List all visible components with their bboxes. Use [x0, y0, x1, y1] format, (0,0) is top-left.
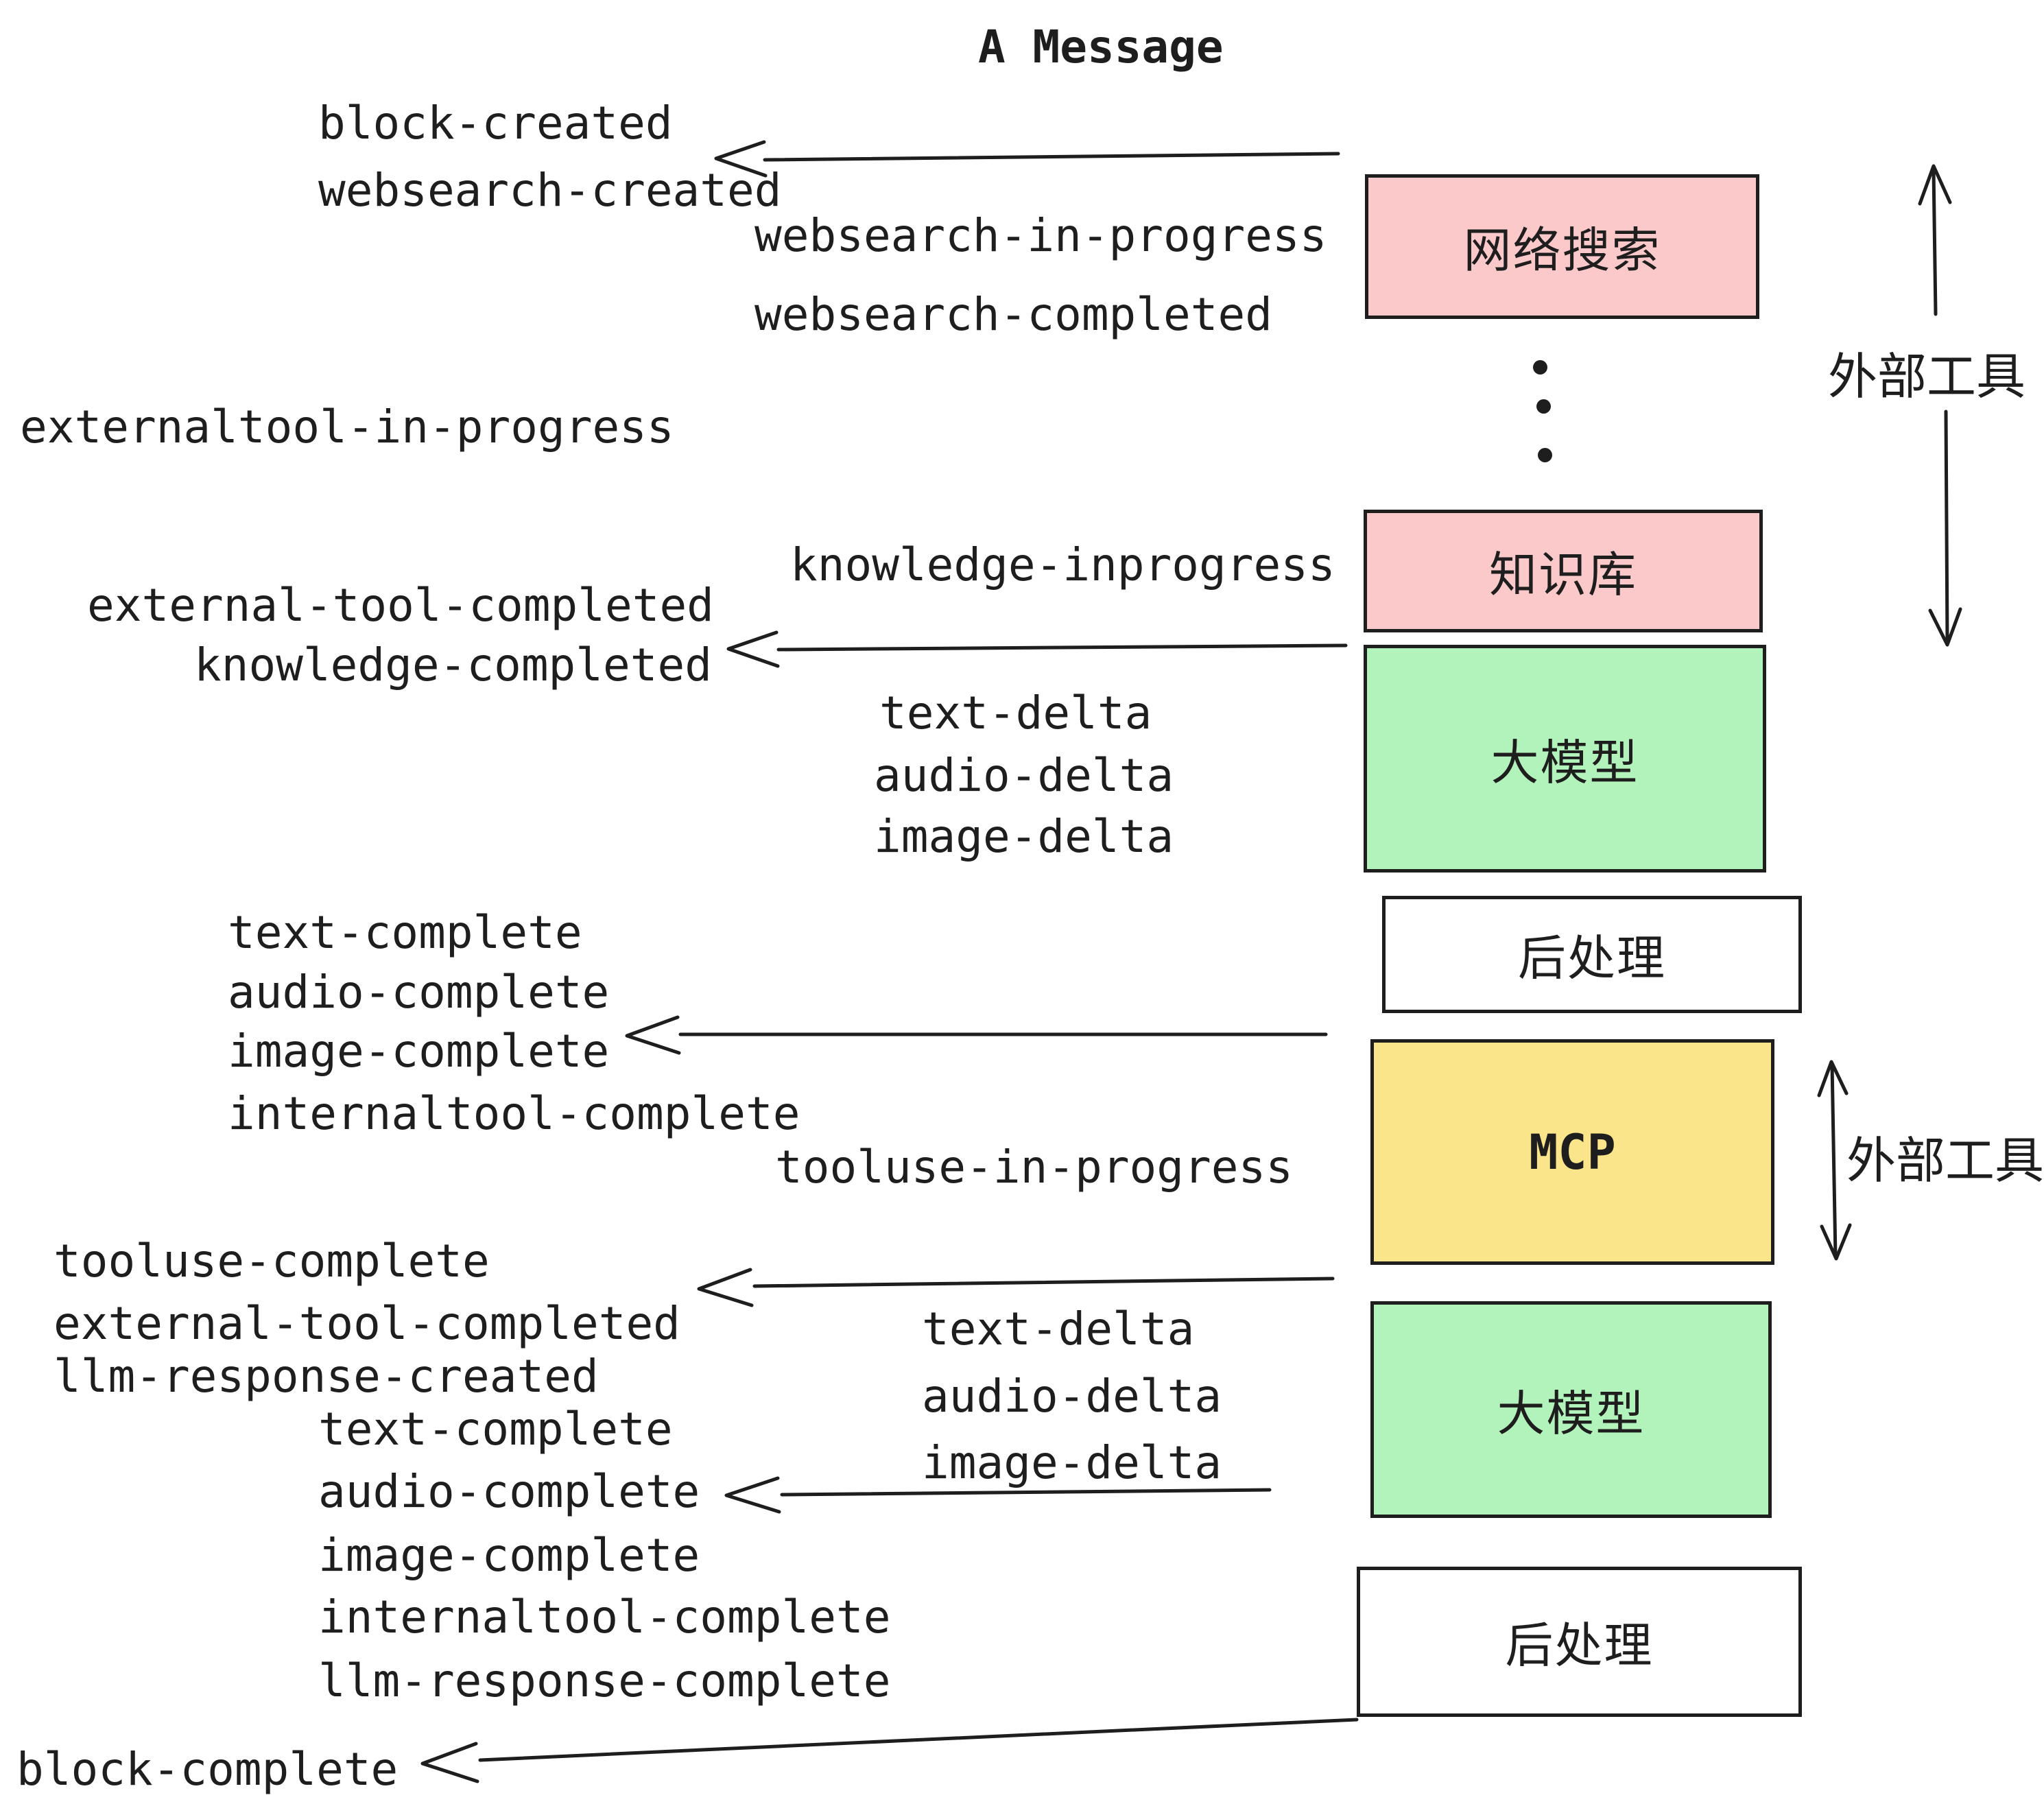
- box-postprocess-first: 后处理: [1382, 896, 1802, 1013]
- dot-icon: [1538, 448, 1552, 462]
- side-label-external-tools-mid: 外部工具: [1846, 1132, 2044, 1189]
- side-label-external-tools-top: 外部工具: [1828, 348, 2026, 405]
- diagram-title: A Message: [978, 21, 1224, 73]
- event-text-complete-1: text-complete: [228, 906, 582, 959]
- event-knowledge-inprogress: knowledge-inprogress: [790, 538, 1335, 591]
- event-internaltool-complete-2: internaltool-complete: [318, 1591, 891, 1643]
- event-block-created: block-created: [318, 97, 673, 150]
- external-tools-double-arrow-mid: [1817, 1060, 1852, 1261]
- event-llm-response-created: llm-response-created: [54, 1350, 599, 1403]
- arrow-to-tooluse-complete: [697, 1268, 1335, 1307]
- event-audio-complete-1: audio-complete: [228, 966, 610, 1019]
- dot-icon: [1533, 360, 1547, 375]
- event-websearch-in-progress: websearch-in-progress: [754, 209, 1327, 262]
- event-text-delta-1: text-delta: [879, 687, 1152, 739]
- event-external-tool-completed-2: external-tool-completed: [54, 1297, 680, 1350]
- box-postprocess-second: 后处理: [1357, 1567, 1802, 1717]
- event-external-tool-completed-1: external-tool-completed: [87, 579, 714, 632]
- arrow-to-websearch-created: [714, 140, 1340, 178]
- box-knowledge-base-label: 知识库: [1489, 547, 1637, 603]
- box-llm-first-label: 大模型: [1490, 734, 1639, 791]
- arrow-to-block-complete: [420, 1718, 1359, 1783]
- event-image-delta-2: image-delta: [922, 1436, 1222, 1489]
- event-image-complete-1: image-complete: [228, 1025, 610, 1078]
- event-image-delta-1: image-delta: [874, 810, 1174, 863]
- arrow-to-image-complete: [625, 1015, 1328, 1055]
- box-websearch-label: 网络搜索: [1463, 222, 1661, 278]
- event-llm-response-complete: llm-response-complete: [318, 1654, 891, 1707]
- event-knowledge-completed: knowledge-completed: [194, 639, 712, 691]
- event-tooluse-complete: tooluse-complete: [54, 1235, 490, 1287]
- event-audio-delta-2: audio-delta: [922, 1370, 1222, 1423]
- box-llm-second: 大模型: [1370, 1301, 1772, 1518]
- box-llm-second-label: 大模型: [1497, 1385, 1645, 1442]
- box-postprocess-second-label: 后处理: [1505, 1617, 1654, 1674]
- event-tooluse-in-progress: tooluse-in-progress: [775, 1141, 1293, 1194]
- event-audio-delta-1: audio-delta: [874, 749, 1174, 802]
- box-llm-first: 大模型: [1364, 645, 1766, 873]
- event-websearch-created: websearch-created: [318, 164, 782, 217]
- event-text-complete-2: text-complete: [318, 1403, 673, 1456]
- event-image-complete-2: image-complete: [318, 1529, 700, 1582]
- box-websearch: 网络搜索: [1365, 174, 1759, 319]
- dot-icon: [1536, 399, 1551, 414]
- arrow-to-knowledge-completed: [726, 630, 1348, 668]
- box-mcp-label: MCP: [1529, 1124, 1616, 1180]
- event-websearch-completed: websearch-completed: [754, 288, 1272, 341]
- box-postprocess-first-label: 后处理: [1518, 930, 1666, 986]
- event-text-delta-2: text-delta: [922, 1303, 1195, 1355]
- event-externaltool-in-progress: externaltool-in-progress: [20, 401, 674, 453]
- box-mcp: MCP: [1370, 1039, 1774, 1265]
- event-block-complete: block-complete: [16, 1743, 399, 1796]
- box-knowledge-base: 知识库: [1364, 510, 1763, 632]
- event-audio-complete-2: audio-complete: [318, 1465, 700, 1518]
- event-internaltool-complete-1: internaltool-complete: [228, 1087, 800, 1140]
